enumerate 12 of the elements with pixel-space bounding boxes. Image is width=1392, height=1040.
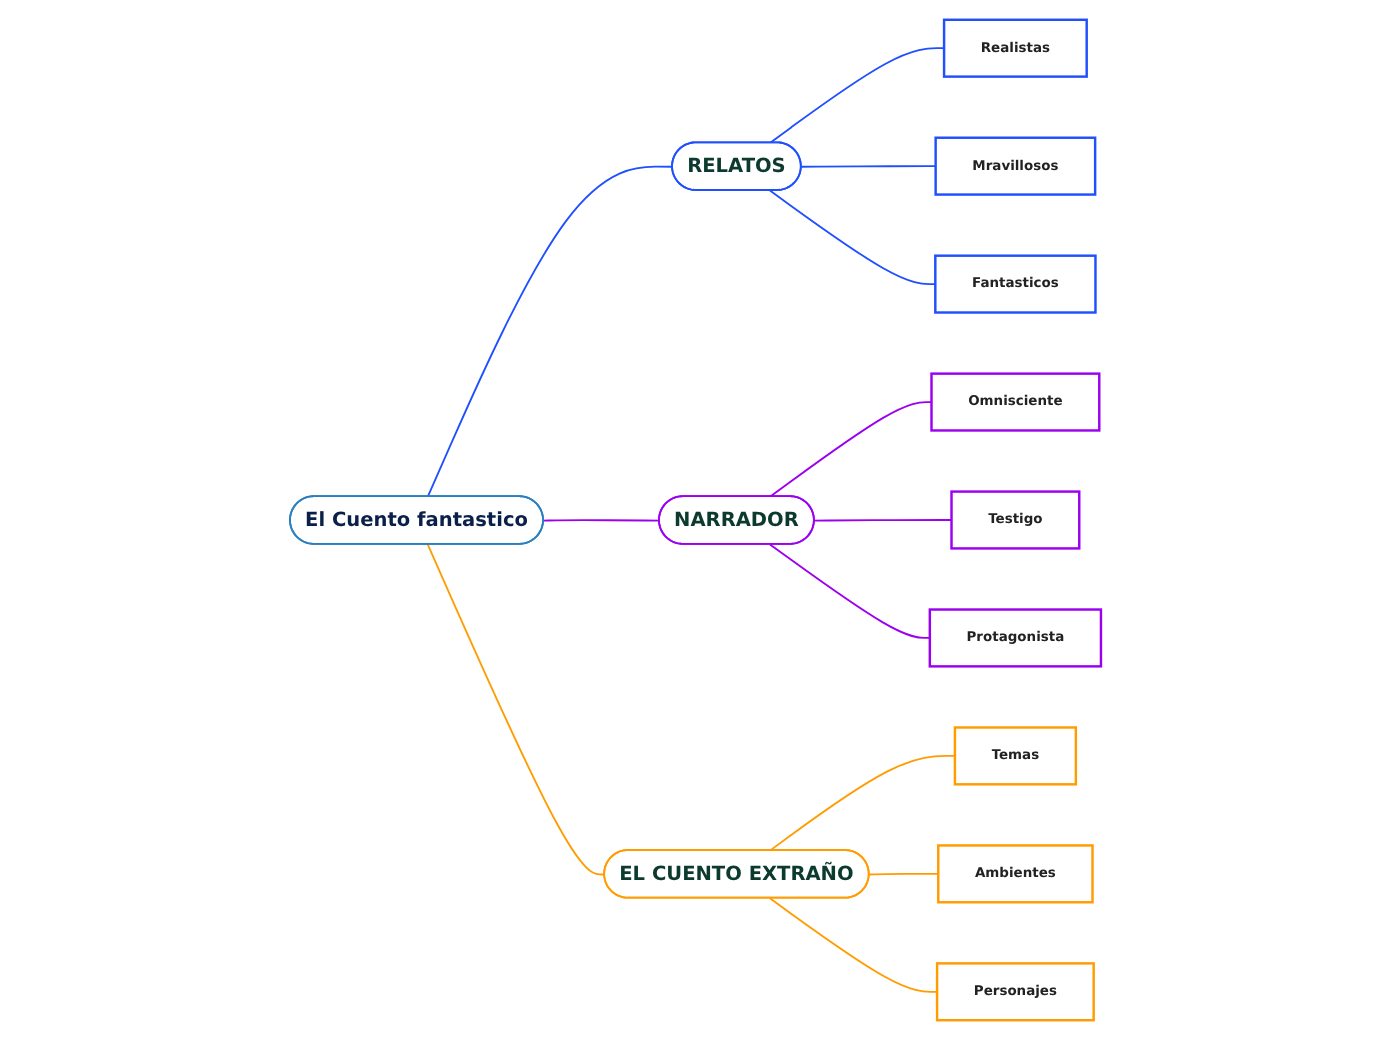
connector (769, 755, 957, 852)
connector (427, 543, 607, 876)
connector (427, 165, 675, 498)
connector (769, 189, 937, 285)
connector (769, 897, 939, 993)
connector (769, 543, 932, 639)
connector (801, 165, 938, 168)
connector (769, 47, 946, 144)
connector (814, 519, 953, 522)
connector (543, 519, 662, 522)
connector (769, 401, 933, 498)
connector (868, 872, 940, 876)
